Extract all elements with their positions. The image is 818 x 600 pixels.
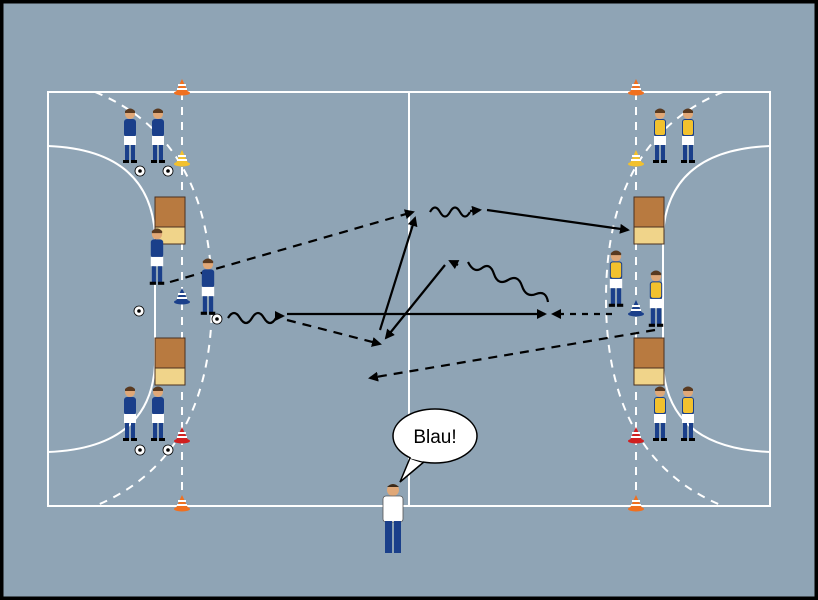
box-right-top-base — [633, 226, 665, 245]
box-right-top — [633, 196, 665, 228]
dribble-path — [227, 311, 277, 325]
boxes — [154, 196, 665, 386]
ball — [162, 165, 174, 177]
ball — [211, 313, 223, 325]
coach — [382, 484, 404, 553]
ball — [134, 165, 146, 177]
left-goal-area — [47, 145, 156, 453]
right-goal-area — [662, 145, 771, 453]
run-arrow — [486, 208, 630, 234]
box-right-bottom — [633, 337, 665, 369]
dribble-path — [467, 261, 550, 303]
dribble-path — [429, 206, 471, 218]
ball — [133, 305, 145, 317]
ball — [162, 444, 174, 456]
dribble-arrowhead — [469, 205, 482, 216]
run-arrow — [384, 264, 446, 340]
pass-arrow — [368, 328, 656, 382]
dribble-arrowhead — [448, 260, 460, 270]
speech-bubble: Blau! — [392, 408, 478, 483]
pass-arrow — [169, 209, 415, 284]
speech-bubble-text: Blau! — [413, 427, 456, 448]
box-left-bottom — [154, 337, 186, 369]
box-left-bottom-base — [154, 367, 186, 386]
arrows — [169, 205, 656, 382]
pass-arrow — [286, 318, 382, 347]
ball — [134, 444, 146, 456]
box-right-bottom-base — [633, 367, 665, 386]
box-left-top — [154, 196, 186, 228]
run-arrow — [378, 216, 418, 331]
